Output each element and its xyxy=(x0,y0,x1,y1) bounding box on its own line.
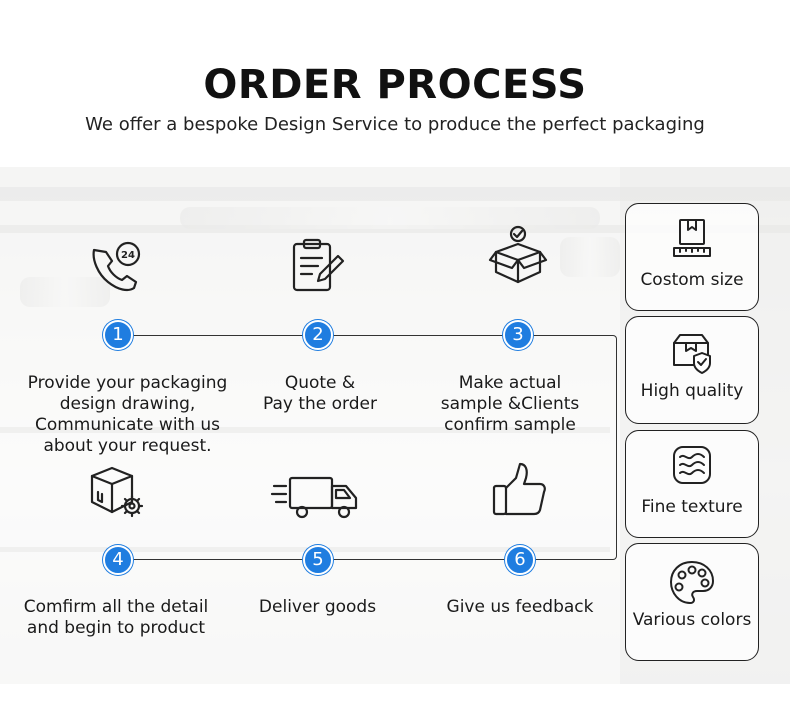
feature-label: Fine texture xyxy=(641,497,743,517)
step-3-text: Make actual sample &Clients confirm samp… xyxy=(440,373,580,435)
step-6-text: Give us feedback xyxy=(446,597,594,617)
phone-24-icon: 24 xyxy=(84,236,148,300)
box-shield-icon xyxy=(670,331,714,375)
step-number-5: 5 xyxy=(303,545,333,575)
process-timeline-line xyxy=(118,335,617,560)
feature-label: Costom size xyxy=(640,270,744,290)
texture-waves-icon xyxy=(670,443,714,487)
page-title: ORDER PROCESS xyxy=(203,62,587,108)
svg-text:24: 24 xyxy=(121,250,135,261)
feature-label: Various colors xyxy=(632,610,752,630)
feature-costom-size: Costom size xyxy=(625,203,759,311)
step-number-2: 2 xyxy=(303,320,333,350)
step-number-1: 1 xyxy=(103,320,133,350)
step-4-text: Comfirm all the detail and begin to prod… xyxy=(23,597,209,638)
palette-icon xyxy=(667,558,717,608)
box-gear-icon xyxy=(84,460,148,524)
step-2-text: Quote & Pay the order xyxy=(262,373,377,414)
step-5-text: Deliver goods xyxy=(258,597,377,617)
delivery-truck-icon xyxy=(270,464,360,528)
feature-various-colors: Various colors xyxy=(625,543,759,661)
step-1-text: Provide your packaging design drawing, C… xyxy=(27,373,228,456)
feature-fine-texture: Fine texture xyxy=(625,430,759,538)
feature-label: High quality xyxy=(640,381,744,401)
box-ruler-icon xyxy=(670,216,714,260)
box-check-icon xyxy=(486,224,550,288)
step-number-6: 6 xyxy=(505,545,535,575)
page-subtitle: We offer a bespoke Design Service to pro… xyxy=(85,114,705,135)
feature-high-quality: High quality xyxy=(625,316,759,424)
clipboard-pen-icon xyxy=(286,234,350,298)
step-number-3: 3 xyxy=(503,320,533,350)
thumbs-up-icon xyxy=(488,458,552,522)
step-number-4: 4 xyxy=(103,545,133,575)
